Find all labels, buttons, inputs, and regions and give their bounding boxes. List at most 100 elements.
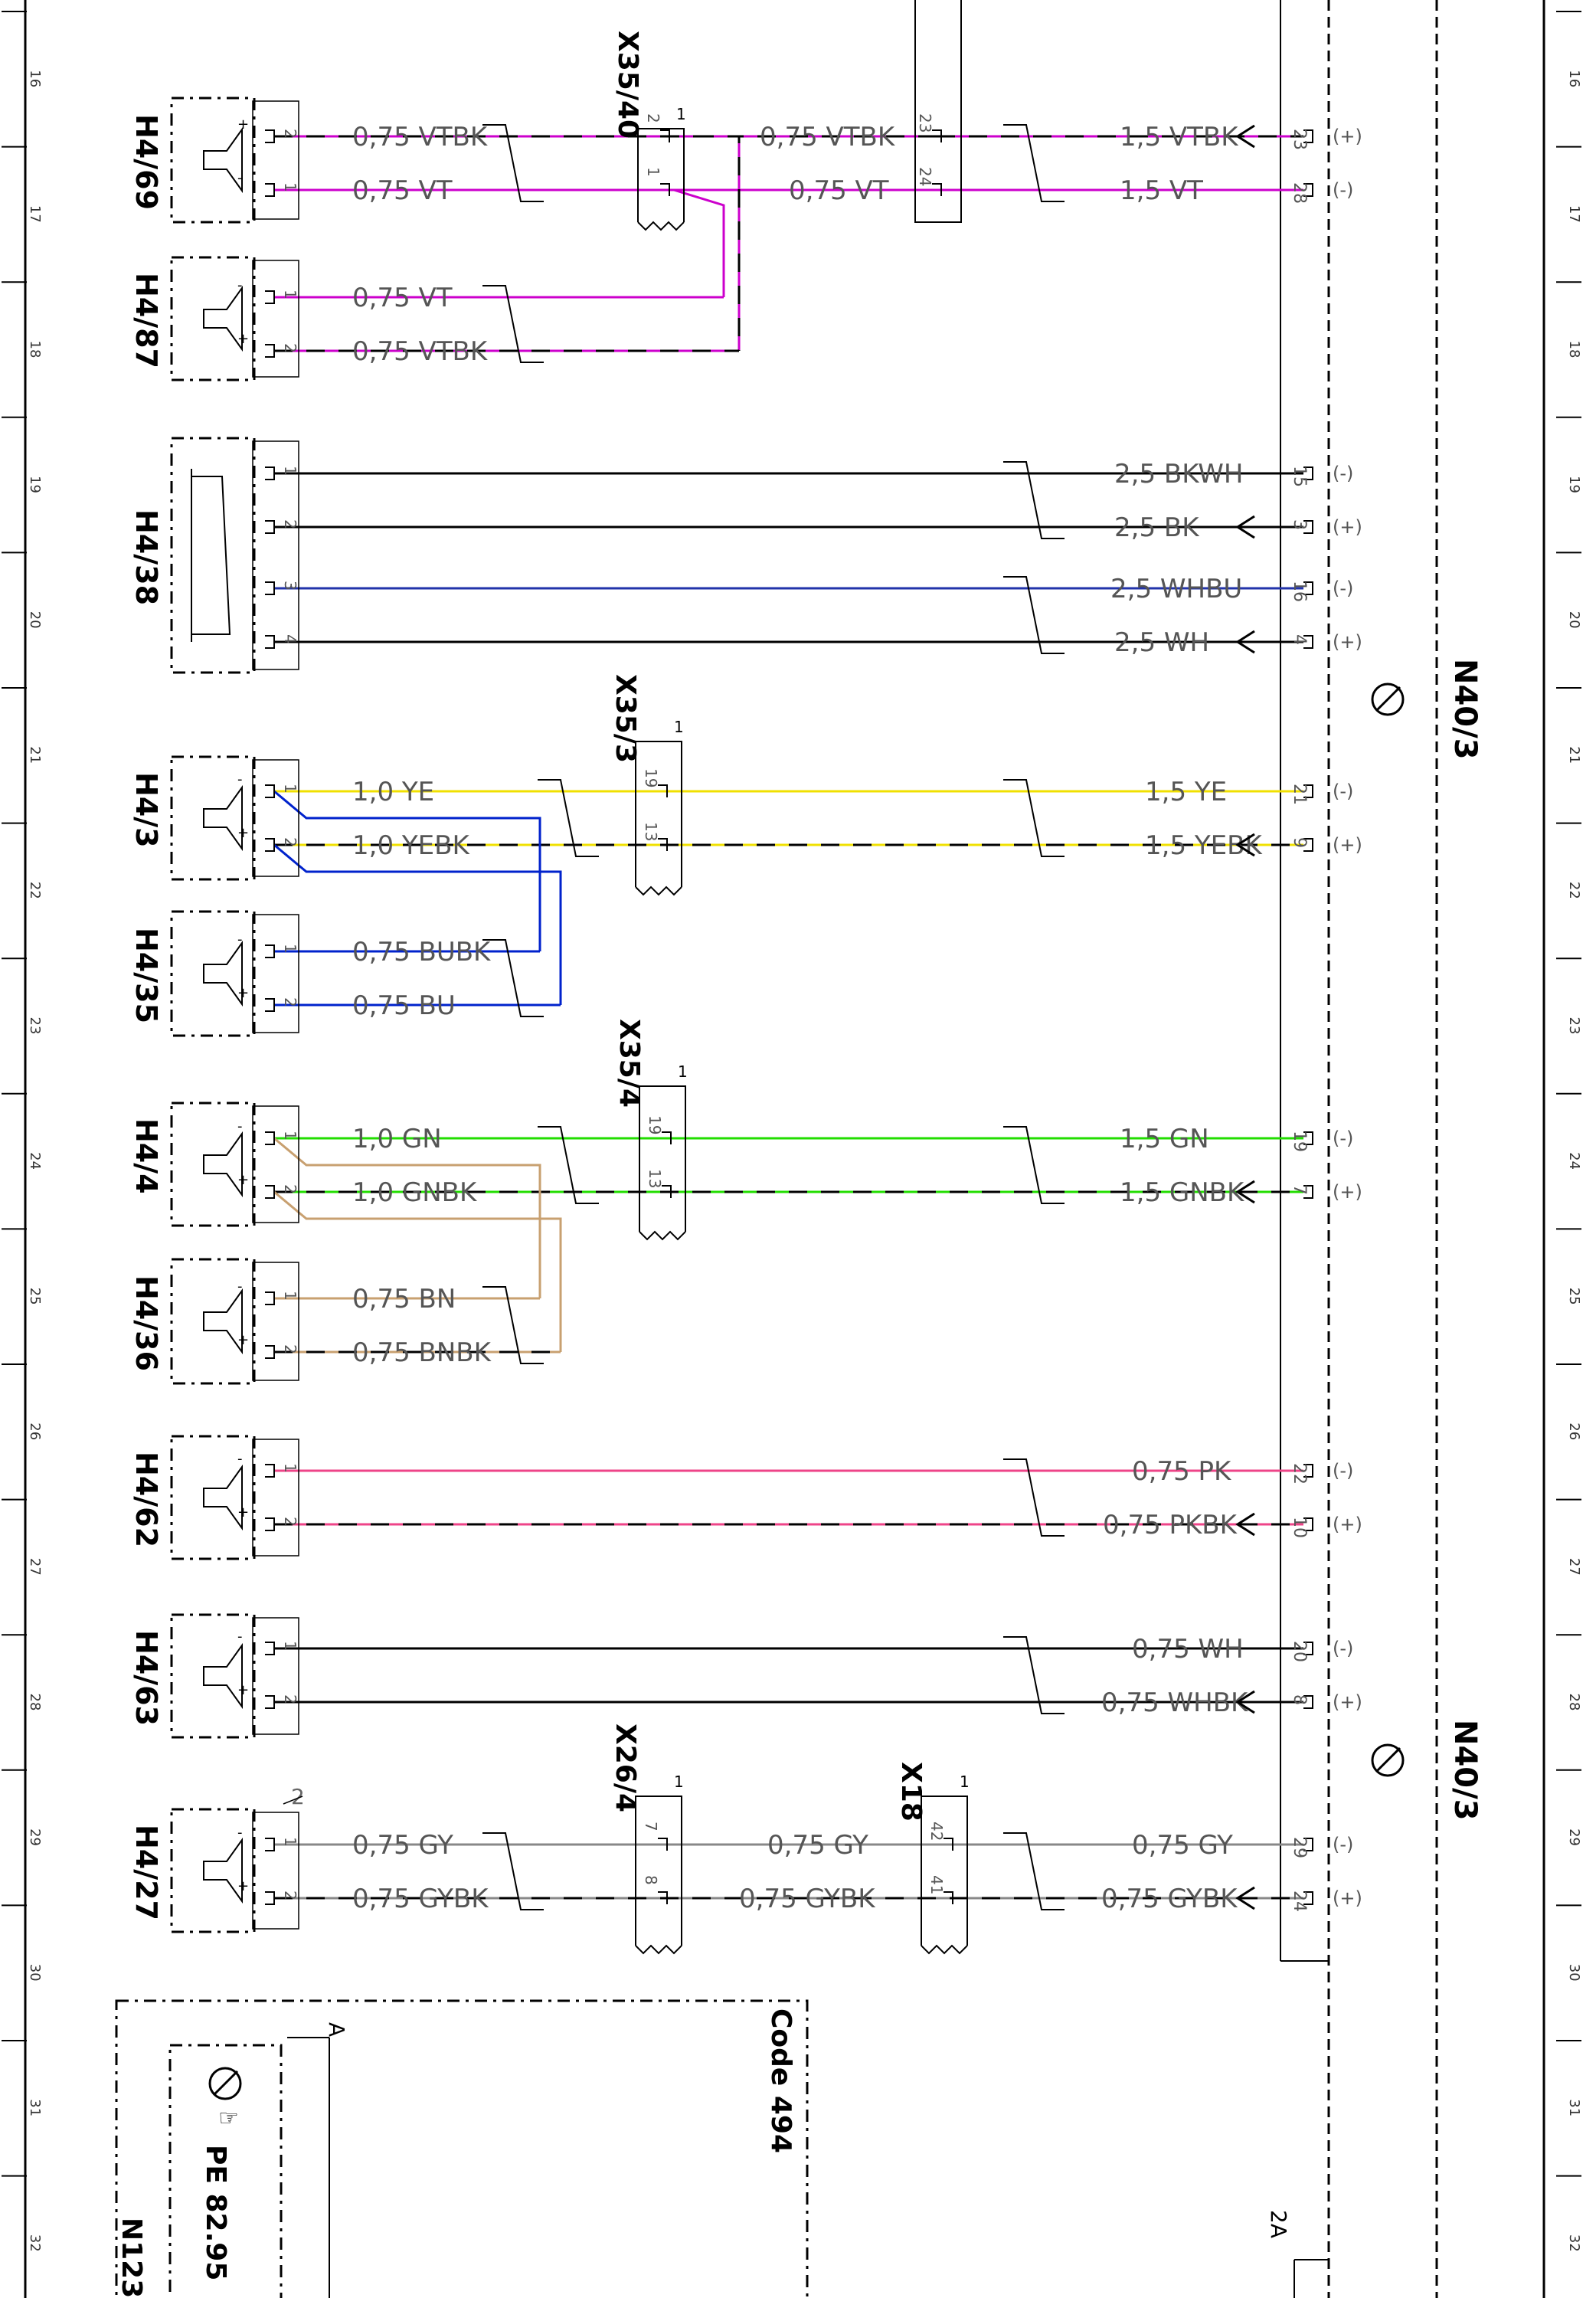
connector-pin	[944, 1891, 953, 1904]
module-pin	[1303, 466, 1313, 480]
connector-pin	[658, 1891, 668, 1904]
connector-pin-number: 13	[642, 822, 660, 841]
speaker-cone-icon	[203, 940, 243, 1007]
module-pin-number: 20	[1290, 1641, 1309, 1662]
code-494-section: Code 494 A ☞ PE 82.95 N123/ 2A	[115, 1999, 1329, 2298]
module-pin-number: 3	[1290, 519, 1309, 530]
pointer-hand-icon: ☞	[218, 2105, 239, 2132]
wire-label: 0,75 VT	[789, 175, 889, 206]
wire-label: 0,75 GYBK	[1101, 1884, 1238, 1914]
twist-marker	[1003, 1636, 1065, 1714]
bottom-module-label: N123/	[116, 2218, 147, 2298]
speaker-terminal-block	[252, 1617, 299, 1735]
row-number: 25	[27, 1288, 43, 1305]
module-pin-polarity: (+)	[1333, 1514, 1362, 1535]
direction-arrow-icon	[1235, 1180, 1255, 1204]
module-label-n40-3-top: N40/3	[1447, 659, 1483, 760]
connector-pin-number: 19	[642, 768, 660, 787]
connector-pin	[660, 129, 670, 142]
speaker-pin-number: 1	[281, 1131, 299, 1141]
twist-marker	[1003, 1832, 1065, 1910]
speaker-terminal-block	[252, 260, 299, 378]
row-number: 20	[27, 611, 43, 629]
speaker-pin	[265, 129, 275, 143]
module-pin-number: 10	[1290, 1517, 1309, 1538]
speaker-pin-number: 2	[281, 1344, 299, 1354]
module-pin	[1303, 1185, 1313, 1199]
wire-label: 1,0 YE	[352, 777, 434, 807]
row-number: 26	[27, 1422, 43, 1440]
wire-label: 1,5 VT	[1120, 175, 1203, 206]
speaker-pin	[265, 290, 275, 304]
twist-marker	[482, 124, 544, 202]
connector-pin-one: 1	[674, 718, 684, 736]
speaker-cone-icon	[191, 476, 231, 635]
row-number: 21	[27, 746, 43, 764]
speaker-h4-3: H4/3-1+2	[129, 755, 299, 881]
connector-pin-one: 1	[960, 1773, 970, 1791]
row-number: 26	[1566, 1422, 1582, 1440]
twist-marker	[1003, 1126, 1065, 1204]
speaker-pin	[265, 1838, 275, 1851]
connector-id: X35/4	[613, 1019, 645, 1108]
speaker-h4-69: H4/69+2-1	[129, 97, 299, 224]
speaker-cone-icon	[203, 784, 243, 852]
row-number: 28	[1566, 1694, 1582, 1711]
speaker-pin	[265, 1464, 275, 1478]
row-number: 25	[1566, 1288, 1582, 1305]
speaker-h4-63: H4/63-1+2	[129, 1613, 299, 1739]
wire-label: 1,0 GNBK	[352, 1177, 478, 1208]
wire-label: 0,75 VT	[352, 175, 453, 206]
row-number: 27	[27, 1558, 43, 1576]
speaker-frame	[170, 256, 256, 381]
speaker-id: H4/36	[129, 1275, 163, 1371]
row-number: 24	[27, 1152, 43, 1170]
speaker-polarity: -	[237, 1278, 243, 1295]
speaker-pin	[265, 838, 275, 852]
speaker-polarity: -	[237, 931, 243, 948]
speaker-terminal-block	[252, 759, 299, 877]
speaker-cone-icon	[203, 1642, 243, 1710]
speaker-polarity: -	[237, 170, 243, 186]
speaker-pin	[265, 944, 275, 958]
module-pin-polarity: (+)	[1333, 1181, 1362, 1203]
module-pin	[1303, 635, 1313, 649]
wire-label: 0,75 WH	[1132, 1634, 1244, 1665]
speaker-polarity: -	[237, 1451, 243, 1467]
speaker-pin	[265, 581, 275, 595]
splice-wire-stripe	[695, 135, 741, 351]
speaker-pin-number: 2	[281, 1890, 299, 1900]
speaker-terminal-block	[252, 440, 299, 670]
connector-pin	[658, 784, 668, 797]
speaker-pin-number: 1	[281, 466, 299, 476]
ref-2a-label: 2A	[1266, 2210, 1291, 2238]
module-pin-polarity: (-)	[1333, 1638, 1353, 1659]
connector-pin-number: 2	[644, 113, 662, 123]
module-pin-polarity: (+)	[1333, 1887, 1362, 1909]
row-number: 19	[27, 476, 43, 493]
speaker-cone-icon	[203, 1837, 243, 1904]
connector-body	[635, 741, 682, 887]
speaker-pin	[265, 466, 275, 480]
wire-label: 1,5 GNBK	[1120, 1177, 1245, 1208]
wire-label: 1,5 YEBK	[1145, 830, 1263, 861]
direction-arrow-icon	[1235, 515, 1255, 539]
wire-label: 0,75 VTBK	[352, 336, 489, 367]
connector-pin-number: 13	[646, 1169, 664, 1188]
connector-pin-one: 1	[678, 1062, 688, 1081]
connector-pin	[660, 183, 670, 196]
module-pin-polarity: (+)	[1333, 126, 1362, 147]
speaker-pin-number: 1	[281, 784, 299, 794]
row-number: 23	[27, 1017, 43, 1035]
speaker-pin	[265, 1185, 275, 1199]
module-pin-number: 16	[1290, 581, 1309, 602]
speaker-pin-number: 1	[281, 1837, 299, 1847]
connector-pin-one: 1	[674, 1773, 684, 1791]
module-pin-polarity: (-)	[1333, 1460, 1353, 1481]
speaker-frame	[170, 755, 256, 881]
direction-arrow-icon	[1235, 1886, 1255, 1910]
row-number: 16	[1566, 70, 1582, 87]
row-number: 22	[1566, 882, 1582, 899]
